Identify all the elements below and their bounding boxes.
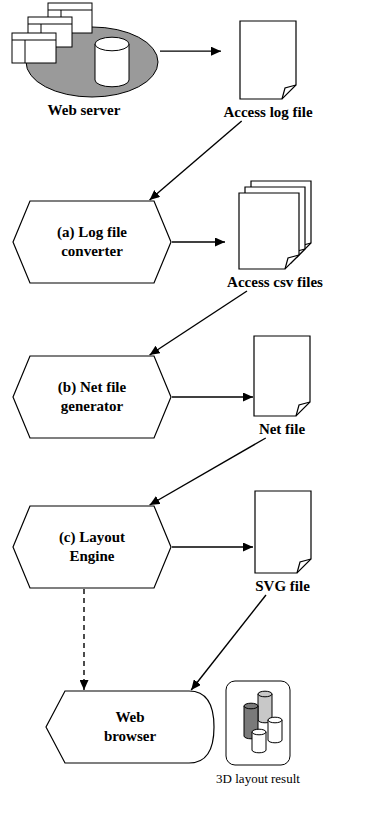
shape-outline (12, 505, 172, 589)
shape-figure (253, 335, 311, 417)
flow-arrow (150, 291, 247, 355)
window-divider (12, 40, 56, 63)
page-fold (285, 255, 299, 269)
flow-arrow (172, 396, 253, 397)
cylinder-top (258, 691, 272, 697)
text-holder: Net file (253, 420, 311, 438)
process-hexagon: (c) Layout Engine (12, 505, 172, 589)
flow-arrow (83, 589, 84, 690)
cylinder-body (268, 720, 282, 743)
web-server: Web server (8, 2, 160, 119)
flow-arrow (172, 241, 225, 242)
node-label: SVG file (255, 577, 310, 595)
page-fold (296, 402, 310, 416)
text-holder: SVG file (253, 577, 312, 595)
shape-outline (12, 355, 172, 439)
node-label: Web server (48, 101, 121, 119)
node-label: Web browser (94, 708, 166, 746)
text-holder: (a) Log file converter (12, 200, 172, 284)
node-label: Access csv files (227, 273, 323, 291)
document-outline (254, 336, 310, 416)
node-label: (b) Net file generator (36, 378, 148, 416)
cylinder-top (252, 729, 266, 735)
shape-figure (239, 20, 297, 100)
flow-arrow (191, 595, 266, 690)
text-holder: 3D layout result (214, 769, 302, 788)
text-holder: (b) Net file generator (12, 355, 172, 439)
node-label: Access log file (223, 103, 312, 121)
text-holder: (c) Layout Engine (12, 505, 172, 589)
shape-figure (225, 680, 291, 766)
hexagon-outline (13, 356, 171, 438)
document-outline (240, 21, 296, 99)
flow-arrow (150, 121, 242, 200)
display-shape: Web browser (45, 690, 215, 764)
document-outline (239, 193, 299, 269)
shape-outline (45, 690, 215, 764)
document-outline (255, 491, 311, 573)
flow-arrow (160, 50, 221, 51)
window-icon (12, 33, 56, 63)
process-hexagon: (b) Net file generator (12, 355, 172, 439)
process-hexagon: (a) Log file converter (12, 200, 172, 284)
node-label: (c) Layout Engine (36, 528, 148, 566)
net-file-document: Net file (253, 335, 311, 438)
result-icon: 3D layout result (214, 680, 302, 788)
hexagon-outline (13, 506, 171, 588)
shape-figure (254, 490, 312, 574)
cylinder-top (244, 703, 258, 709)
flow-arrow (172, 546, 253, 547)
page-fold (297, 559, 311, 573)
flow-arrow (150, 438, 266, 505)
cylinder-top (268, 717, 282, 723)
hexagon-outline (13, 201, 171, 283)
csv-files-stack: Access csv files (225, 180, 325, 291)
node-label: 3D layout result (216, 770, 300, 788)
text-holder: Access csv files (225, 273, 325, 291)
node-label: Net file (259, 420, 305, 438)
text-holder: Web browser (45, 690, 215, 764)
shape-figure (8, 2, 160, 98)
text-holder: Web server (8, 101, 160, 119)
shape-figure (238, 180, 312, 270)
shape-outline (12, 200, 172, 284)
page-fold (282, 85, 296, 99)
cylinder-top (95, 37, 129, 51)
svg-file-document: SVG file (253, 490, 312, 595)
display-outline (46, 691, 214, 763)
node-label: (a) Log file converter (36, 223, 148, 261)
result-frame (226, 681, 290, 765)
text-holder: Access log file (221, 103, 315, 121)
log-file-document: Access log file (221, 20, 315, 121)
